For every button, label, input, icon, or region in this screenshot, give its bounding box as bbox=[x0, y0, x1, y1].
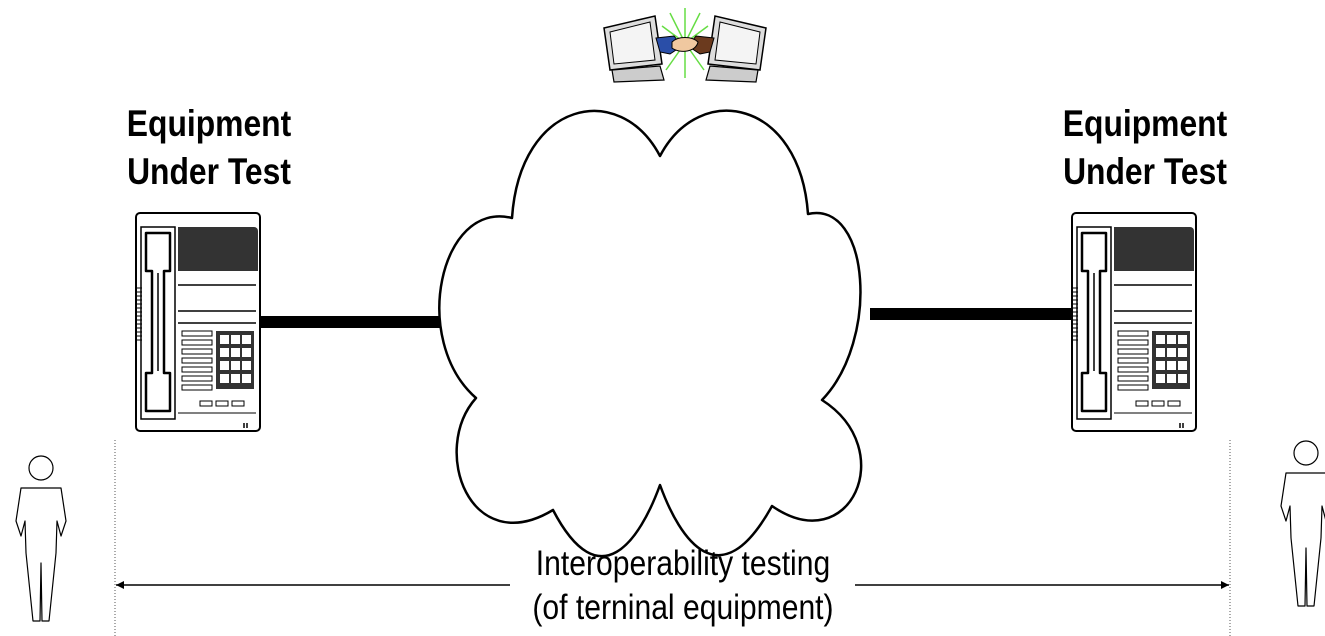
person-icon-left bbox=[15, 455, 67, 622]
caption-line1: Interoperability testing bbox=[535, 544, 831, 583]
left-eut-line2: Under Test bbox=[127, 151, 291, 192]
person-icon-right bbox=[1280, 440, 1325, 607]
telephone-icon-left bbox=[134, 211, 262, 433]
right-eut-line1: Equipment bbox=[1062, 103, 1228, 144]
left-eut-line1: Equipment bbox=[126, 103, 292, 144]
caption-line2: (of terninal equipment) bbox=[532, 588, 834, 627]
handshake-computers-icon bbox=[603, 8, 767, 83]
left-eut-label: Equipment Under Test bbox=[106, 100, 312, 196]
right-eut-label: Equipment Under Test bbox=[1042, 100, 1248, 196]
telephone-icon-right bbox=[1070, 211, 1198, 433]
interoperability-caption: Interoperability testing (of terninal eq… bbox=[511, 542, 855, 630]
right-eut-line2: Under Test bbox=[1063, 151, 1227, 192]
network-cloud-icon bbox=[438, 109, 863, 558]
